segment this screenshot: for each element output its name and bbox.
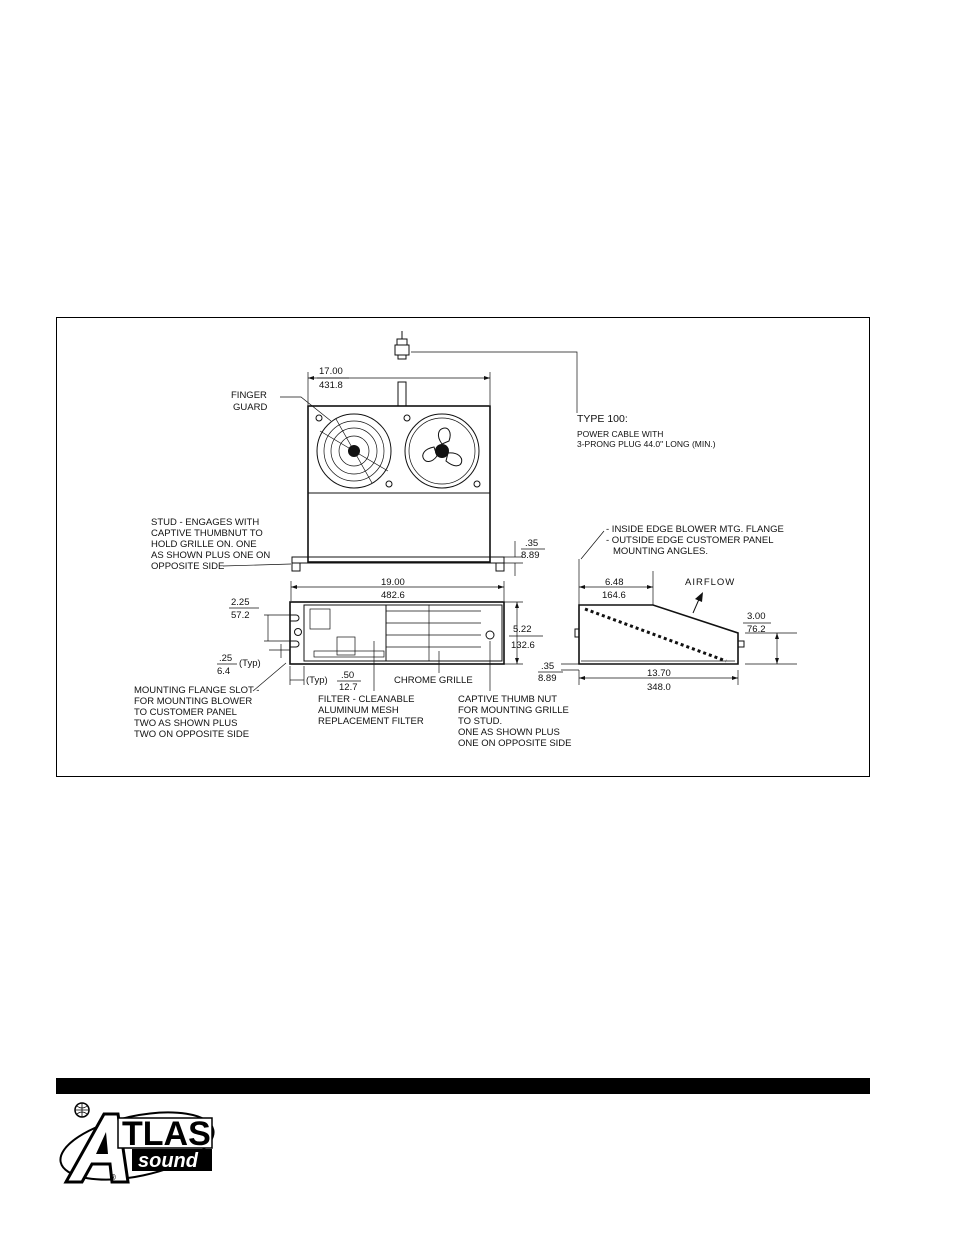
airflow-arrow-icon — [695, 592, 703, 602]
side-note-1: - INSIDE EDGE BLOWER MTG. FLANGE — [606, 524, 784, 535]
slot-height-mm: 57.2 — [231, 610, 250, 621]
fan-right-icon — [403, 413, 481, 489]
stud-note-5: OPPOSITE SIDE — [151, 561, 224, 572]
side-height-mm: 76.2 — [747, 624, 766, 635]
slot-width-typ: (Typ) — [239, 658, 261, 669]
flange-height-mm: 8.89 — [521, 550, 540, 561]
mounting-slot-note-4: TWO AS SHOWN PLUS — [134, 718, 237, 729]
slot-offset-typ: (Typ) — [306, 675, 328, 686]
depth-in: 13.70 — [647, 668, 671, 679]
overall-width-in: 19.00 — [381, 577, 405, 588]
type-100-label: TYPE 100: — [577, 413, 628, 425]
thumbnut-note-4: ONE AS SHOWN PLUS — [458, 727, 560, 738]
overall-width-mm: 482.6 — [381, 590, 405, 601]
logo-word-top: TLAS — [122, 1115, 211, 1153]
blower-body — [307, 405, 491, 563]
front-view: 19.00 482.6 2.25 57.2 .25 6.4 (Typ — [134, 577, 572, 749]
logo-registered: ® — [110, 1173, 116, 1182]
front-height-mm: 132.6 — [511, 640, 535, 651]
atlas-sound-logo: TLAS sound ® — [59, 1102, 215, 1184]
depth-mm: 348.0 — [647, 682, 671, 693]
front-panel — [289, 601, 505, 665]
cable-leader — [411, 351, 578, 413]
chrome-grille-label: CHROME GRILLE — [394, 675, 473, 686]
stud-note-1: STUD - ENGAGES WITH — [151, 517, 259, 528]
power-cable-line-1: POWER CABLE WITH — [577, 429, 663, 439]
stud-note-4: AS SHOWN PLUS ONE ON — [151, 550, 270, 561]
filter-mesh — [584, 607, 727, 663]
power-plug-icon — [394, 331, 410, 360]
top-cable-stud — [397, 381, 407, 407]
mounting-slot-note-1: MOUNTING FLANGE SLOT - — [134, 685, 259, 696]
thumbnut-note-1: CAPTIVE THUMB NUT — [458, 694, 557, 705]
slot-offset-mm: 12.7 — [339, 682, 358, 693]
diagram-frame: 17.00 431.8 — [56, 317, 870, 777]
bottom-flange-mm: 8.89 — [538, 673, 557, 684]
filter-note-2: ALUMINUM MESH — [318, 705, 399, 716]
side-top-mm: 164.6 — [602, 590, 626, 601]
side-top-in: 6.48 — [605, 577, 624, 588]
slot-height-in: 2.25 — [231, 597, 250, 608]
fan-left-icon — [315, 413, 393, 489]
side-view: - INSIDE EDGE BLOWER MTG. FLANGE - OUTSI… — [538, 524, 797, 693]
top-width-mm: 431.8 — [319, 380, 343, 391]
flange-height-in: .35 — [525, 538, 538, 549]
thumbnut-note-5: ONE ON OPPOSITE SIDE — [458, 738, 572, 749]
mounting-slot-note-5: TWO ON OPPOSITE SIDE — [134, 729, 249, 740]
logo-word-bottom: sound — [138, 1150, 199, 1172]
front-height-in: 5.22 — [513, 624, 532, 635]
captive-thumb-nut — [485, 630, 495, 640]
thumbnut-note-3: TO STUD. — [458, 716, 502, 727]
side-height-in: 3.00 — [747, 611, 766, 622]
power-cable-line-2: 3-PRONG PLUG 44.0" LONG (MIN.) — [577, 439, 716, 449]
slot-offset-in: .50 — [341, 670, 354, 681]
top-width-in: 17.00 — [319, 366, 343, 377]
footer-bar — [56, 1078, 870, 1094]
thumbnut-note-2: FOR MOUNTING GRILLE — [458, 705, 569, 716]
slot-width-in: .25 — [219, 653, 232, 664]
stud-note-2: CAPTIVE THUMBNUT TO — [151, 528, 263, 539]
bottom-flange-in: .35 — [541, 661, 554, 672]
airflow-label: AIRFLOW — [685, 577, 735, 588]
finger-guard-label-1: FINGER — [231, 390, 267, 401]
side-body — [578, 604, 739, 665]
side-note-2: - OUTSIDE EDGE CUSTOMER PANEL — [606, 535, 774, 546]
blower-dimension-drawing: 17.00 431.8 — [134, 331, 797, 749]
filter-note-3: REPLACEMENT FILTER — [318, 716, 424, 727]
slot-width-mm: 6.4 — [217, 666, 230, 677]
mounting-slot-note-2: FOR MOUNTING BLOWER — [134, 696, 252, 707]
filter-note-1: FILTER - CLEANABLE — [318, 694, 414, 705]
stud-note-3: HOLD GRILLE ON. ONE — [151, 539, 257, 550]
side-note-3: MOUNTING ANGLES. — [613, 546, 708, 557]
finger-guard-label-2: GUARD — [233, 402, 267, 413]
top-view: 17.00 431.8 — [151, 331, 716, 576]
base-flange — [291, 556, 505, 564]
mounting-slot-note-3: TO CUSTOMER PANEL — [134, 707, 237, 718]
